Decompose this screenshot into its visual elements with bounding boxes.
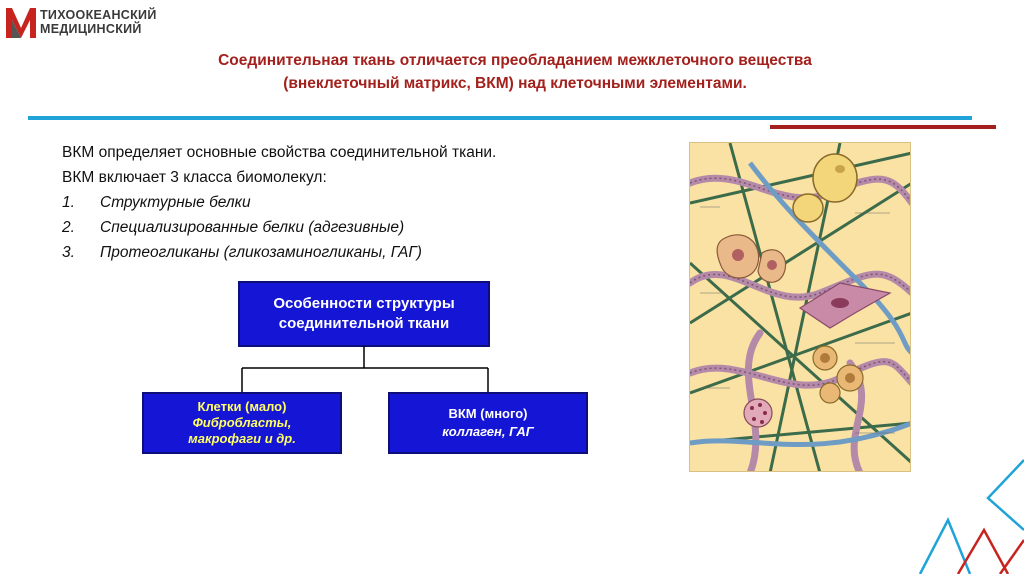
paragraph-1: ВКМ определяет основные свойства соедини… [62, 144, 497, 161]
list-item-text: Протеогликаны (гликозаминогликаны, ГАГ) [100, 244, 422, 261]
paragraph-2: ВКМ включает 3 класса биомолекул: [62, 169, 327, 186]
list-item-text: Структурные белки [100, 194, 251, 211]
diagram-root-line-2: соединительной ткани [278, 315, 450, 332]
list-item-number: 2. [62, 219, 75, 236]
diagram-ecm-line-1: ВКМ (много) [448, 406, 528, 421]
diagram-connector [241, 346, 489, 392]
divider-red [770, 125, 996, 129]
connective-tissue-illustration [689, 142, 911, 472]
list-item-number: 3. [62, 244, 75, 261]
biomolecule-list: 1. Структурные белки 2. Специализированные… [62, 190, 702, 265]
list-item: 1. Структурные белки [62, 190, 702, 215]
diagram-cells-box: Клетки (мало) Фибробласты, макрофаги и д… [142, 392, 342, 454]
diagram-cells-line-3: макрофаги и др. [188, 431, 296, 446]
slide-title: Соединительная ткань отличается преоблад… [110, 49, 920, 95]
body-text: ВКМ определяет основные свойства соедини… [62, 140, 702, 265]
list-item-text: Специализированные белки (адгезивные) [100, 219, 405, 236]
logo-mark-icon [6, 8, 36, 38]
tissue-drawing [690, 143, 910, 471]
logo-line-1: ТИХООКЕАНСКИЙ [40, 8, 157, 22]
diagram-root-box: Особенности структуры соединительной тка… [238, 281, 490, 347]
list-item: 2. Специализированные белки (адгезивные) [62, 215, 702, 240]
list-item: 3. Протеогликаны (гликозаминогликаны, ГАГ… [62, 240, 702, 265]
diagram-cells-line-1: Клетки (мало) [197, 399, 287, 414]
diagram-ecm-box: ВКМ (много) коллаген, ГАГ [388, 392, 588, 454]
slide-title-line-1: Соединительная ткань отличается преоблад… [218, 52, 812, 69]
diagram-ecm-line-2: коллаген, ГАГ [442, 424, 534, 439]
logo-text: ТИХООКЕАНСКИЙ МЕДИЦИНСКИЙ [40, 8, 157, 36]
diagram-cells-line-2: Фибробласты, [192, 415, 292, 430]
diagram-root-line-1: Особенности структуры [273, 295, 455, 312]
divider-blue [28, 116, 972, 120]
slide-title-line-2: (внеклеточный матрикс, ВКМ) над клеточны… [283, 75, 747, 92]
list-item-number: 1. [62, 194, 75, 211]
logo-line-2: МЕДИЦИНСКИЙ [40, 22, 142, 36]
corner-decoration [918, 459, 1024, 574]
logo: ТИХООКЕАНСКИЙ МЕДИЦИНСКИЙ [6, 6, 166, 40]
